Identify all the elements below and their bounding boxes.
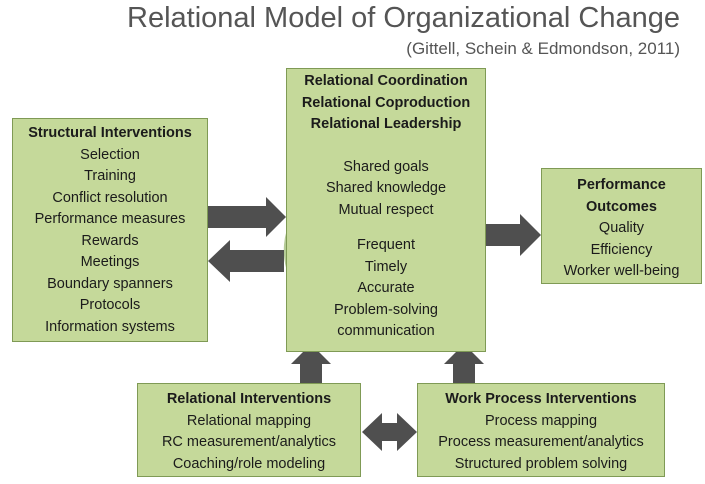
arrow-center-to-outcomes [486, 214, 541, 256]
center-item: Timely [364, 258, 408, 275]
arrow-center-to-structural [208, 240, 284, 282]
structural-item: Boundary spanners [47, 275, 173, 292]
outcomes-heading: Performance [577, 177, 666, 193]
workprocess-heading: Work Process Interventions [445, 391, 637, 407]
structural-item: Protocols [79, 297, 141, 313]
relational-item: Coaching/role modeling [172, 455, 326, 472]
performance-outcomes-box: Performance Outcomes Quality Efficiency … [541, 168, 702, 284]
relational-interventions-box: Relational Interventions Relational mapp… [137, 383, 361, 477]
workprocess-item: Process measurement/analytics [438, 434, 644, 450]
structural-item: Rewards [81, 232, 139, 249]
center-heading: Relational Coproduction [301, 94, 471, 111]
center-heading: Relational Coordination [304, 73, 468, 89]
workprocess-item: Process mapping [484, 412, 598, 429]
arrow-relational-workprocess [362, 413, 417, 451]
relational-heading: Relational Interventions [166, 391, 332, 407]
outcomes-heading: Outcomes [586, 198, 657, 215]
structural-item: Information systems [45, 318, 175, 335]
relational-item: RC measurement/analytics [161, 434, 337, 450]
center-item: communication [337, 323, 435, 339]
relational-item: Relational mapping [186, 412, 312, 429]
diagram-citation: (Gittell, Schein & Edmondson, 2011) [406, 39, 680, 58]
structural-item: Conflict resolution [52, 189, 168, 206]
center-item: Accurate [357, 280, 415, 296]
structural-heading: Structural Interventions [28, 125, 192, 141]
center-item: Mutual respect [338, 201, 434, 218]
structural-item: Selection [80, 146, 140, 163]
center-item: Frequent [356, 237, 416, 253]
center-item: Problem-solving [334, 301, 438, 318]
structural-item: Training [84, 168, 136, 184]
work-process-interventions-box: Work Process Interventions Process mappi… [417, 383, 665, 477]
structural-interventions-box: Structural Interventions Selection Train… [12, 118, 208, 342]
diagram-title: Relational Model of Organizational Chang… [127, 2, 680, 34]
center-item: Shared goals [343, 158, 429, 175]
center-heading: Relational Leadership [310, 116, 462, 132]
relational-coordination-box: Relational Coordination Relational Copro… [286, 68, 486, 352]
structural-item: Performance measures [34, 211, 186, 227]
arrow-structural-to-center [208, 197, 286, 237]
outcomes-item: Quality [598, 220, 645, 236]
outcomes-item: Worker well-being [563, 263, 680, 279]
outcomes-item: Efficiency [590, 241, 653, 258]
structural-item: Meetings [80, 254, 140, 270]
center-item: Shared knowledge [325, 180, 447, 196]
workprocess-item: Structured problem solving [454, 455, 628, 472]
